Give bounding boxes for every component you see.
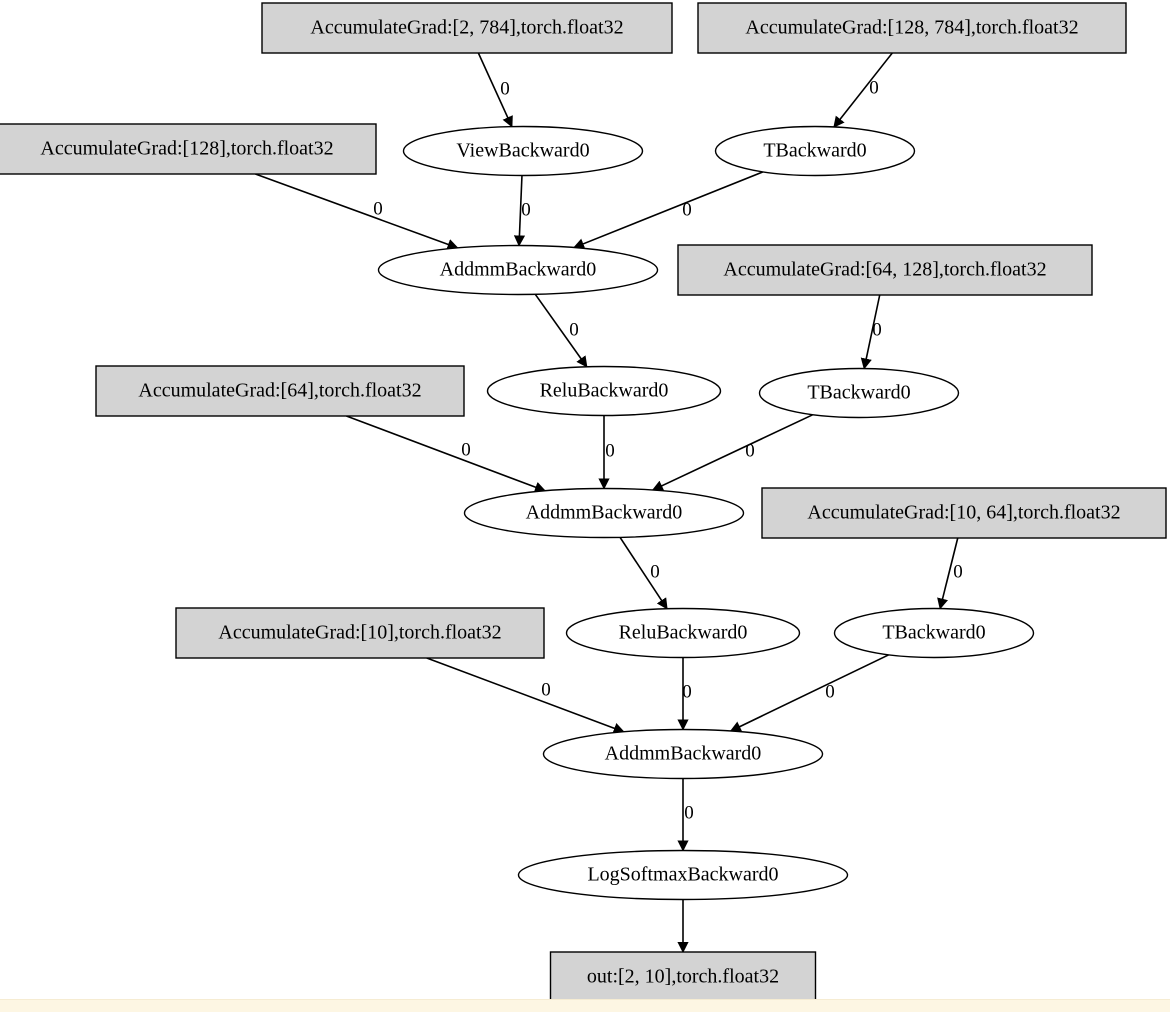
graph-node-t_bw_3[interactable]: TBackward0 — [833, 607, 1035, 659]
graph-node-addmm_1[interactable]: AddmmBackward0 — [377, 244, 659, 296]
edge-label: 0 — [541, 679, 551, 700]
edge-label: 0 — [872, 319, 882, 340]
graph-node-addmm_3[interactable]: AddmmBackward0 — [542, 728, 824, 780]
edges-layer — [255, 52, 959, 954]
edge-label: 0 — [650, 561, 660, 582]
node-box-shape — [0, 123, 377, 175]
node-label: AccumulateGrad:[128, 784],torch.float32 — [745, 17, 1078, 39]
node-label: TBackward0 — [763, 140, 866, 162]
node-label: AccumulateGrad:[10],torch.float32 — [218, 622, 501, 644]
edge-label: 0 — [569, 319, 579, 340]
node-label: TBackward0 — [882, 622, 985, 644]
graph-node-logsoftmax[interactable]: LogSoftmaxBackward0 — [517, 849, 849, 901]
bottom-accent-band — [0, 999, 1170, 1012]
node-box-shape — [95, 365, 465, 417]
edge-label: 0 — [605, 440, 615, 461]
node-ellipse-shape — [517, 849, 849, 901]
edge-label: 0 — [745, 440, 755, 461]
graph-edge — [833, 52, 893, 128]
node-box-shape — [549, 951, 817, 1003]
graph-node-t_bw_1[interactable]: TBackward0 — [714, 125, 916, 177]
edge-label: 0 — [684, 802, 694, 823]
node-ellipse-shape — [377, 244, 659, 296]
node-label: LogSoftmaxBackward0 — [587, 864, 778, 886]
graph-edge — [534, 293, 588, 368]
graph-edge — [346, 415, 547, 493]
graph-node-relu_1[interactable]: ReluBackward0 — [486, 365, 722, 417]
edge-label: 0 — [461, 439, 471, 460]
edge-label: 0 — [682, 199, 692, 220]
node-label: AddmmBackward0 — [440, 259, 597, 281]
node-ellipse-shape — [486, 365, 722, 417]
edge-label: 0 — [682, 681, 692, 702]
node-ellipse-shape — [833, 607, 1035, 659]
node-ellipse-shape — [565, 607, 801, 659]
edge-label: 0 — [373, 198, 383, 219]
graph-edge — [513, 175, 526, 247]
graph-edge — [255, 173, 459, 250]
node-box-shape — [261, 2, 673, 54]
node-label: ReluBackward0 — [619, 622, 748, 644]
node-box-shape — [175, 607, 545, 659]
node-box-shape — [677, 244, 1093, 296]
node-ellipse-shape — [542, 728, 824, 780]
node-label: ReluBackward0 — [540, 380, 669, 402]
node-label: AccumulateGrad:[64],torch.float32 — [138, 380, 421, 402]
graph-node-view_bw[interactable]: ViewBackward0 — [402, 125, 644, 177]
graph-node-out[interactable]: out:[2, 10],torch.float32 — [549, 951, 817, 1003]
node-label: AddmmBackward0 — [605, 743, 762, 765]
graph-edge — [572, 171, 764, 250]
graph-edge — [619, 536, 668, 610]
edge-label: 0 — [500, 78, 510, 99]
node-label: AccumulateGrad:[2, 784],torch.float32 — [310, 17, 623, 39]
graph-edge — [937, 537, 959, 610]
graph-node-acc_10[interactable]: AccumulateGrad:[10],torch.float32 — [175, 607, 545, 659]
edge-label: 0 — [825, 681, 835, 702]
node-label: AccumulateGrad:[64, 128],torch.float32 — [723, 259, 1046, 281]
graph-edge — [426, 657, 625, 734]
node-ellipse-shape — [758, 367, 960, 419]
node-box-shape — [761, 487, 1167, 539]
node-label: AccumulateGrad:[10, 64],torch.float32 — [807, 502, 1120, 524]
node-ellipse-shape — [714, 125, 916, 177]
node-label: ViewBackward0 — [456, 140, 589, 162]
graph-node-acc_64[interactable]: AccumulateGrad:[64],torch.float32 — [95, 365, 465, 417]
edge-label: 0 — [521, 199, 531, 220]
edge-labels-layer: 0 0 0 0 0 0 0 0 0 0 0 0 0 0 0 0 — [373, 77, 963, 823]
graph-node-relu_2[interactable]: ReluBackward0 — [565, 607, 801, 659]
node-ellipse-shape — [402, 125, 644, 177]
graph-node-acc_10_64[interactable]: AccumulateGrad:[10, 64],torch.float32 — [761, 487, 1167, 539]
graph-node-acc_64_128[interactable]: AccumulateGrad:[64, 128],torch.float32 — [677, 244, 1093, 296]
edge-label: 0 — [869, 77, 879, 98]
node-box-shape — [697, 2, 1127, 54]
graph-node-acc_128[interactable]: AccumulateGrad:[128],torch.float32 — [0, 123, 377, 175]
node-label: AccumulateGrad:[128],torch.float32 — [40, 138, 333, 160]
graph-node-addmm_2[interactable]: AddmmBackward0 — [463, 487, 745, 539]
graph-node-acc_128_784[interactable]: AccumulateGrad:[128, 784],torch.float32 — [697, 2, 1127, 54]
graph-edge — [477, 52, 513, 128]
graph-edge — [729, 654, 890, 732]
node-label: AddmmBackward0 — [526, 502, 683, 524]
graph-node-t_bw_2[interactable]: TBackward0 — [758, 367, 960, 419]
graph-edge — [651, 413, 814, 491]
edge-label: 0 — [953, 561, 963, 582]
node-label: TBackward0 — [807, 382, 910, 404]
node-label: out:[2, 10],torch.float32 — [587, 966, 779, 988]
node-ellipse-shape — [463, 487, 745, 539]
graph-edge — [860, 294, 881, 370]
graph-node-acc_2_784[interactable]: AccumulateGrad:[2, 784],torch.float32 — [261, 2, 673, 54]
